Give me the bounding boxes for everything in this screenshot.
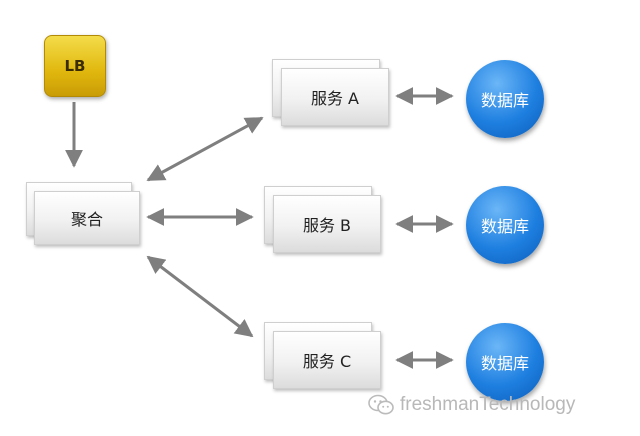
database-c-node: 数据库 bbox=[466, 323, 544, 401]
wechat-icon bbox=[368, 394, 394, 415]
service-a-front-card: 服务 A bbox=[281, 68, 389, 126]
database-a-label: 数据库 bbox=[480, 91, 529, 110]
service-b-label: 服务 B bbox=[302, 216, 352, 235]
service-c-front-card: 服务 C bbox=[273, 331, 381, 389]
aggregator-service-c-arrow bbox=[146, 255, 254, 338]
database-a-node: 数据库 bbox=[466, 60, 544, 138]
watermark-text: freshmanTechnology bbox=[400, 394, 576, 415]
database-c-label: 数据库 bbox=[480, 354, 529, 373]
database-b-node: 数据库 bbox=[466, 186, 544, 264]
load-balancer-node: LB bbox=[44, 35, 106, 97]
aggregator-label: 聚合 bbox=[70, 210, 103, 229]
aggregator-front-card: 聚合 bbox=[34, 191, 140, 245]
database-b-label: 数据库 bbox=[480, 217, 529, 236]
load-balancer-label: LB bbox=[64, 57, 86, 75]
service-b-front-card: 服务 B bbox=[273, 195, 381, 253]
service-a-label: 服务 A bbox=[310, 89, 360, 108]
aggregator-service-a-arrow bbox=[146, 116, 264, 182]
watermark: freshmanTechnology bbox=[368, 394, 575, 416]
service-c-label: 服务 C bbox=[302, 352, 352, 371]
